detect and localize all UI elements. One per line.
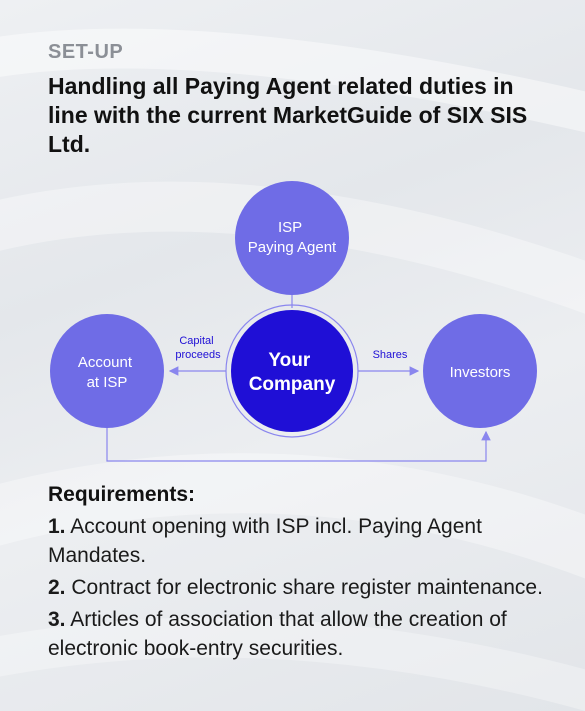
svg-text:ISP Paying Agent: ISP Paying Agent bbox=[248, 219, 337, 256]
edge-label-shares: Shares bbox=[373, 349, 408, 361]
edge-label-proceeds: proceeds bbox=[175, 349, 221, 361]
node-investors bbox=[423, 314, 537, 428]
requirement-number: 2. bbox=[48, 576, 66, 599]
node-account-at-isp bbox=[50, 314, 164, 428]
svg-text:Your Company: Your Company bbox=[249, 350, 336, 395]
requirements-title: Requirements: bbox=[48, 483, 196, 506]
node-account-label: Account bbox=[78, 354, 133, 371]
requirement-number: 3. bbox=[48, 608, 66, 631]
node-isp-label: ISP bbox=[278, 219, 302, 236]
svg-text:Account at ISP: Account at ISP bbox=[78, 354, 136, 391]
node-paying-agent-label: Paying Agent bbox=[248, 239, 337, 256]
center-ring bbox=[225, 304, 359, 438]
requirement-text: Account opening with ISP incl. Paying Ag… bbox=[48, 515, 482, 567]
requirement-text: Contract for electronic share register m… bbox=[65, 576, 543, 599]
paying-agent-diagram: ISP Paying Agent Account at ISP Investor… bbox=[50, 181, 537, 462]
section-eyebrow: SET-UP bbox=[48, 41, 124, 63]
requirement-item: 1. Account opening with ISP incl. Paying… bbox=[48, 512, 555, 570]
requirement-item: 3. Articles of association that allow th… bbox=[48, 605, 555, 663]
node-company-label: Company bbox=[249, 374, 336, 395]
node-your-label: Your bbox=[268, 350, 310, 371]
requirement-item: 2. Contract for electronic share registe… bbox=[48, 573, 555, 602]
requirement-text: Articles of association that allow the c… bbox=[48, 608, 507, 660]
page-headline: Handling all Paying Agent related duties… bbox=[48, 73, 528, 157]
edge-label-capital: Capital bbox=[179, 335, 213, 347]
node-investors-label: Investors bbox=[450, 364, 511, 381]
requirement-number: 1. bbox=[48, 515, 66, 538]
svg-text:Capital proceeds: Capital proceeds bbox=[175, 335, 221, 361]
node-at-isp-label: at ISP bbox=[87, 374, 128, 391]
node-isp-paying-agent bbox=[235, 181, 349, 295]
node-your-company bbox=[231, 310, 353, 432]
arrow-account-to-investors bbox=[106, 426, 491, 462]
requirements-list: 1. Account opening with ISP incl. Paying… bbox=[48, 512, 555, 666]
